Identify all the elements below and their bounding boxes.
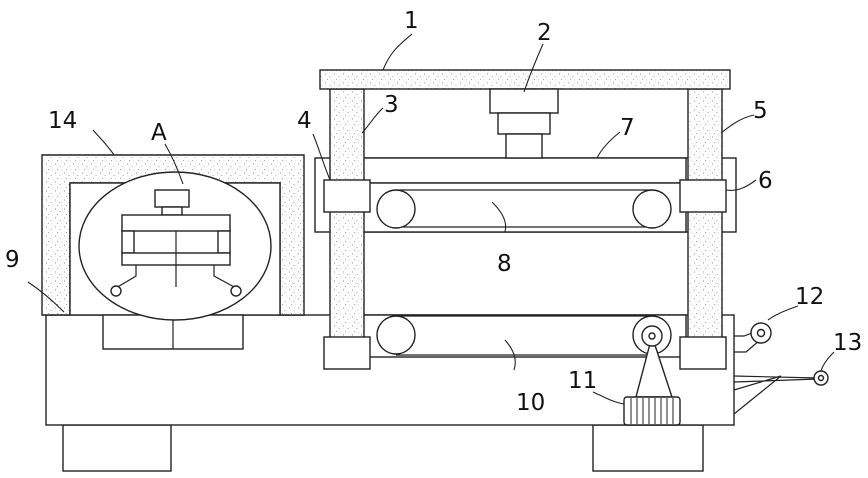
part-2-piston-rod <box>506 134 542 158</box>
label-9: 9 <box>5 247 20 273</box>
lower-left-roller <box>377 316 415 354</box>
part-5-right-pillar <box>688 89 722 339</box>
upper-left-roller <box>377 190 415 228</box>
motor-shaft <box>649 333 655 339</box>
detail-upper-plate <box>122 215 230 231</box>
leader-3 <box>362 108 383 133</box>
detail-neck <box>162 207 182 215</box>
label-13: 13 <box>833 330 862 356</box>
leader-14 <box>93 130 114 155</box>
part-4-left-slider <box>324 180 370 212</box>
upper-right-roller <box>633 190 671 228</box>
right-lower-slider <box>680 337 726 369</box>
left-foot <box>63 425 171 471</box>
label-6: 6 <box>758 168 773 194</box>
part-6-right-slider <box>680 180 726 212</box>
leader-1 <box>383 34 412 70</box>
detail-left-post <box>122 231 134 253</box>
detail-top-block <box>155 190 189 207</box>
right-foot <box>593 425 703 471</box>
label-1: 1 <box>404 8 419 34</box>
label-7: 7 <box>620 115 635 141</box>
label-12: 12 <box>795 284 824 310</box>
detail-right-roller <box>231 286 241 296</box>
label-3: 3 <box>384 92 399 118</box>
leader-12 <box>768 306 798 320</box>
part-12-hub <box>758 330 765 337</box>
label-4: 4 <box>297 108 312 134</box>
label-2: 2 <box>537 20 552 46</box>
detail-right-post <box>218 231 230 253</box>
label-14: 14 <box>48 108 77 134</box>
label-5: 5 <box>753 98 768 124</box>
leader-5 <box>721 115 754 133</box>
label-10: 10 <box>516 390 545 416</box>
part-1-top-plate <box>320 70 730 89</box>
part-13-knob-center <box>819 376 824 381</box>
label-a: A <box>151 120 167 146</box>
part-13-linkage <box>734 376 818 414</box>
label-11: 11 <box>568 368 597 394</box>
left-lower-slider <box>324 337 370 369</box>
detail-left-roller <box>111 286 121 296</box>
part-2-cylinder-collar <box>498 113 550 134</box>
part-7-plate <box>348 158 686 183</box>
part-2-cylinder-body <box>490 89 558 113</box>
leader-7 <box>597 132 620 158</box>
label-8: 8 <box>497 251 512 277</box>
part-11-motor <box>624 397 680 425</box>
part-3-left-pillar <box>330 89 364 339</box>
